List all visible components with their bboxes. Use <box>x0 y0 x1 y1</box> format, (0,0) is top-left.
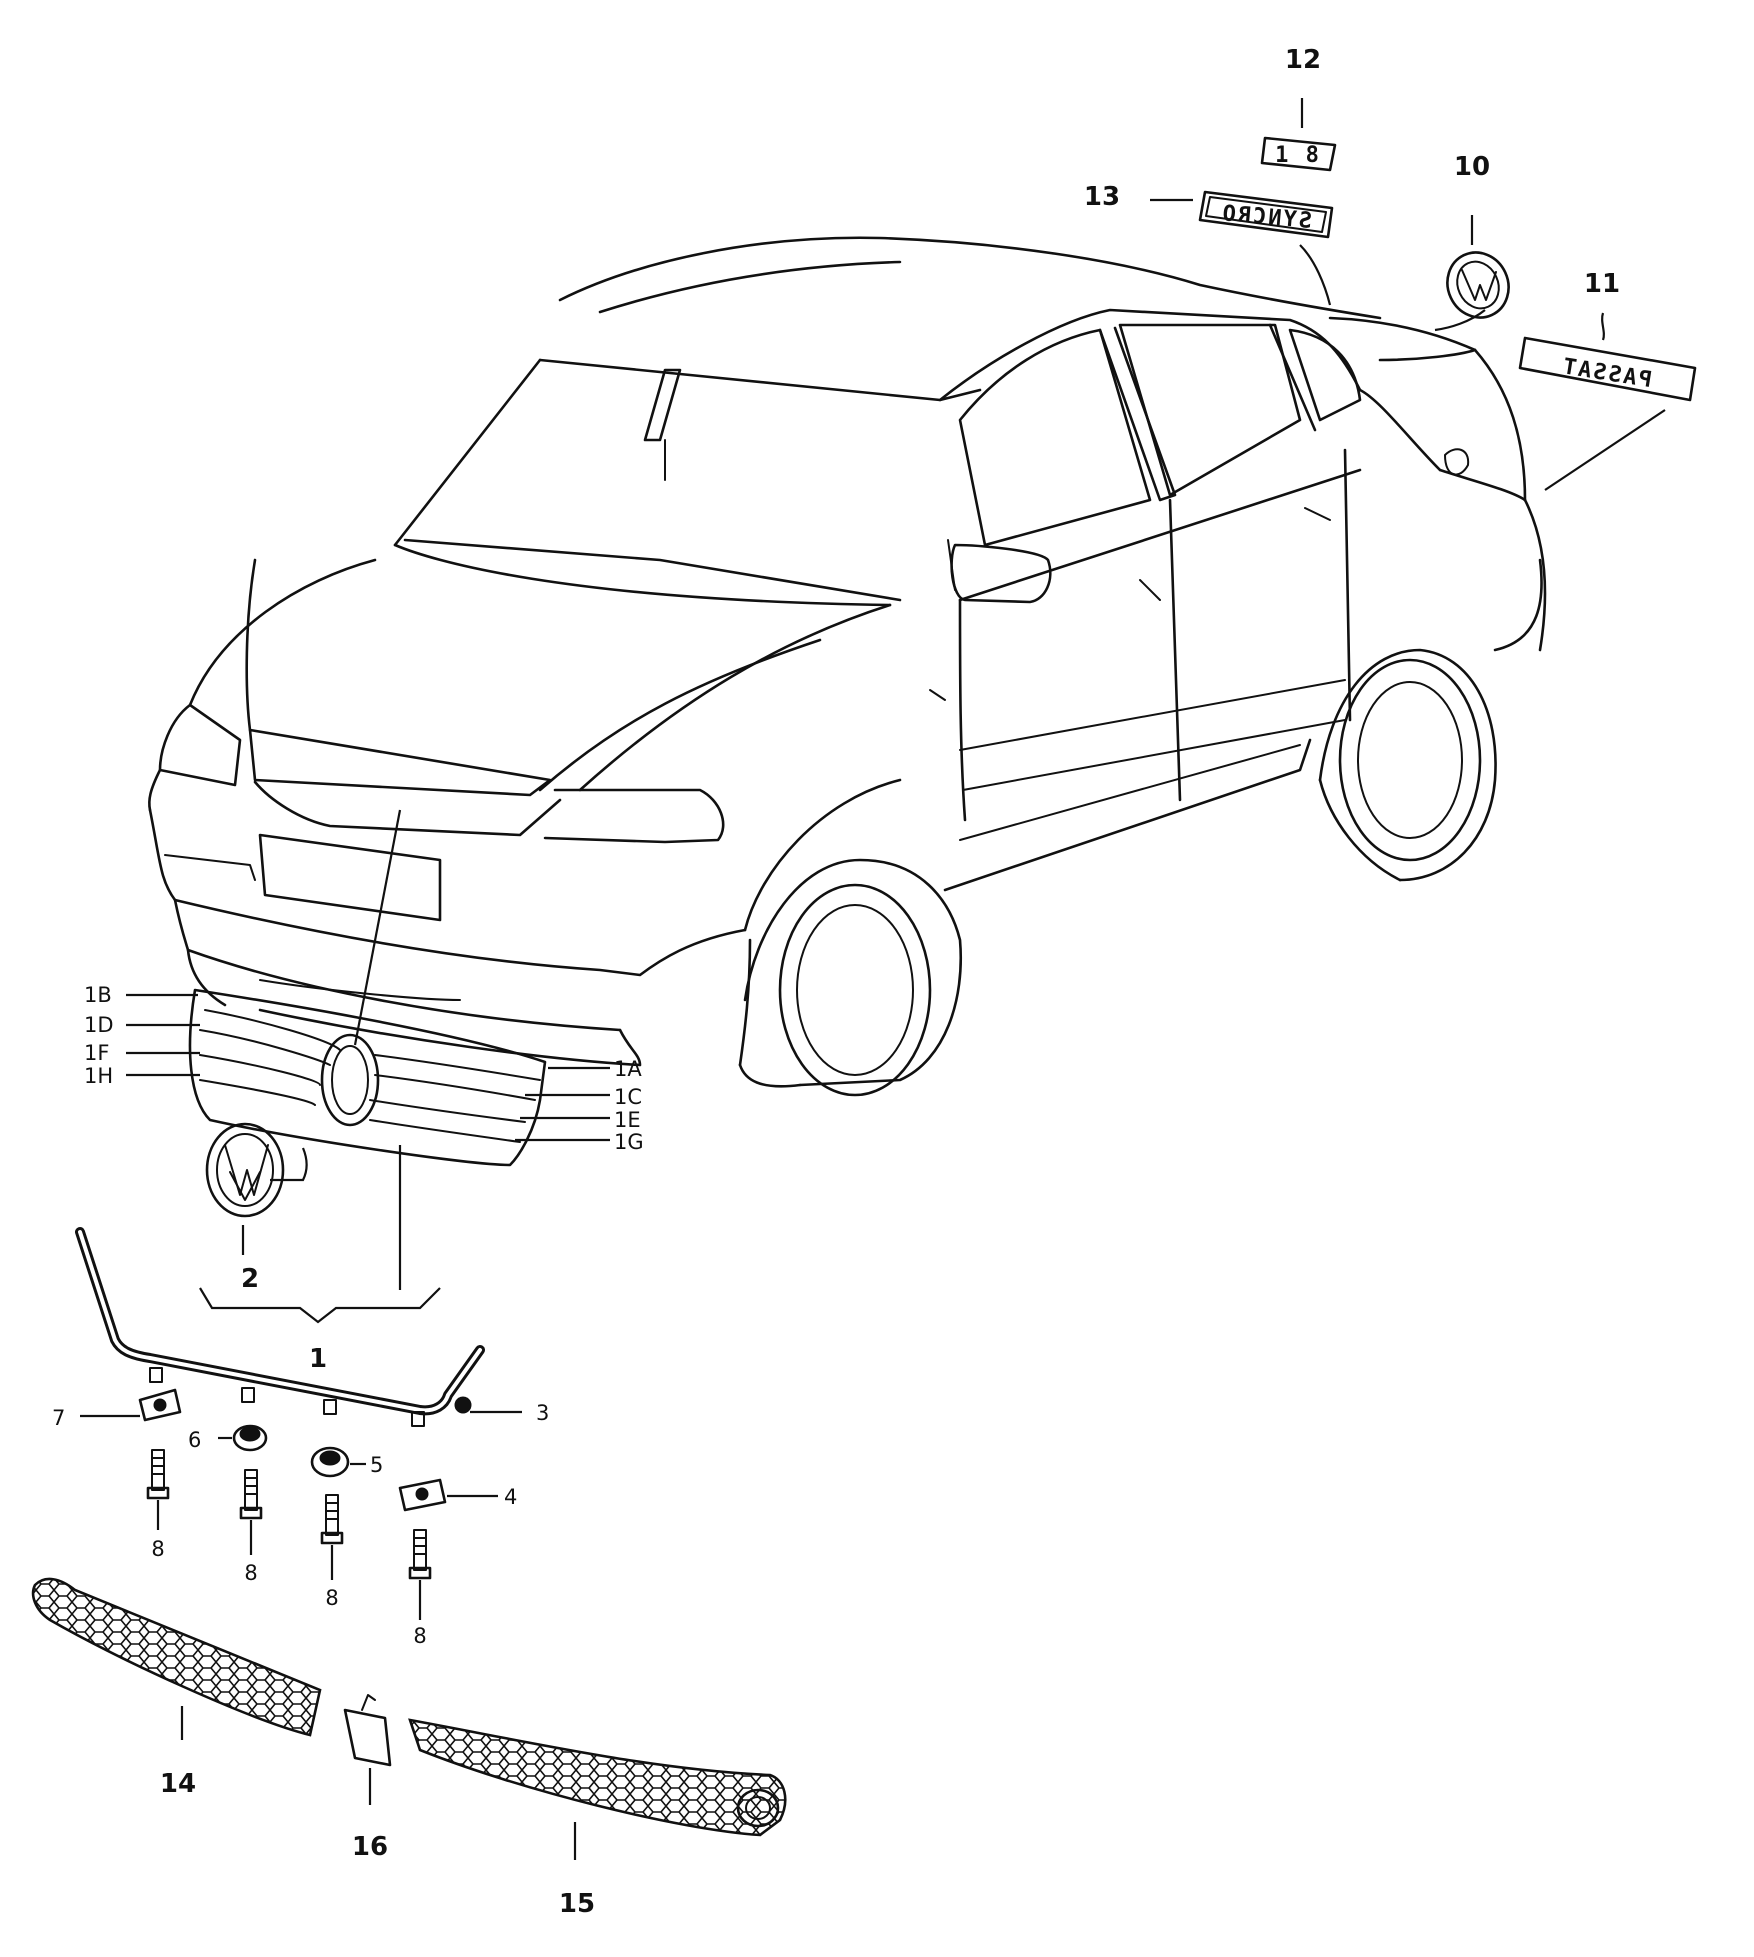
callout-1G: 1G <box>614 1130 644 1154</box>
callout-8c: 8 <box>325 1586 338 1610</box>
leader-lines <box>80 98 1666 1860</box>
radiator-grille <box>188 988 547 1167</box>
badge-syncro: SYNCRO <box>1198 190 1334 239</box>
badge-passat-text: PASSAT <box>1559 354 1653 393</box>
badge-engine-text: 1 8 <box>1275 143 1321 168</box>
callout-10: 10 <box>1454 152 1490 182</box>
car-illustration <box>148 236 1547 1097</box>
callout-13: 13 <box>1084 182 1120 212</box>
callout-15: 15 <box>559 1889 595 1919</box>
callout-8b: 8 <box>244 1561 257 1585</box>
callout-5: 5 <box>370 1453 383 1477</box>
bumper-trim-strip <box>75 1227 485 1427</box>
callout-1H: 1H <box>84 1064 113 1088</box>
callout-1B: 1B <box>84 983 112 1007</box>
callout-1: 1 <box>309 1344 327 1374</box>
screws-8 <box>146 1449 432 1620</box>
callout-16: 16 <box>352 1832 388 1862</box>
clip-4 <box>398 1478 447 1512</box>
callout-4: 4 <box>504 1485 517 1509</box>
vw-logo-icon <box>205 1122 285 1218</box>
callout-1E: 1E <box>614 1108 641 1132</box>
nut-5 <box>310 1446 350 1478</box>
badge-passat: PASSAT <box>1518 336 1697 402</box>
callout-7: 7 <box>52 1406 65 1430</box>
callout-1D: 1D <box>84 1013 114 1037</box>
badge-syncro-text: SYNCRO <box>1220 201 1313 234</box>
lower-grille-left <box>31 1577 322 1737</box>
lower-grille-right <box>408 1718 787 1837</box>
callout-8d: 8 <box>413 1624 426 1648</box>
callout-11: 11 <box>1584 269 1620 299</box>
clip-7 <box>138 1388 182 1422</box>
callout-2: 2 <box>241 1264 259 1294</box>
callout-12: 12 <box>1285 45 1321 75</box>
callout-1A: 1A <box>614 1057 642 1081</box>
rear-vw-logo-icon <box>1446 251 1510 319</box>
callout-1C: 1C <box>614 1085 642 1109</box>
callout-1F: 1F <box>84 1041 109 1065</box>
callout-6: 6 <box>188 1428 201 1452</box>
nut-6 <box>232 1424 268 1452</box>
badge-engine: 1 8 <box>1260 136 1337 172</box>
callout-3: 3 <box>536 1401 549 1425</box>
callout-14: 14 <box>160 1769 196 1799</box>
callout-labels: 12 13 10 11 1B 1D 1F 1H 1A 1C 1E 1G 2 1 … <box>52 45 1620 1919</box>
callout-8a: 8 <box>151 1537 164 1561</box>
tow-hook-cover <box>343 1694 392 1767</box>
